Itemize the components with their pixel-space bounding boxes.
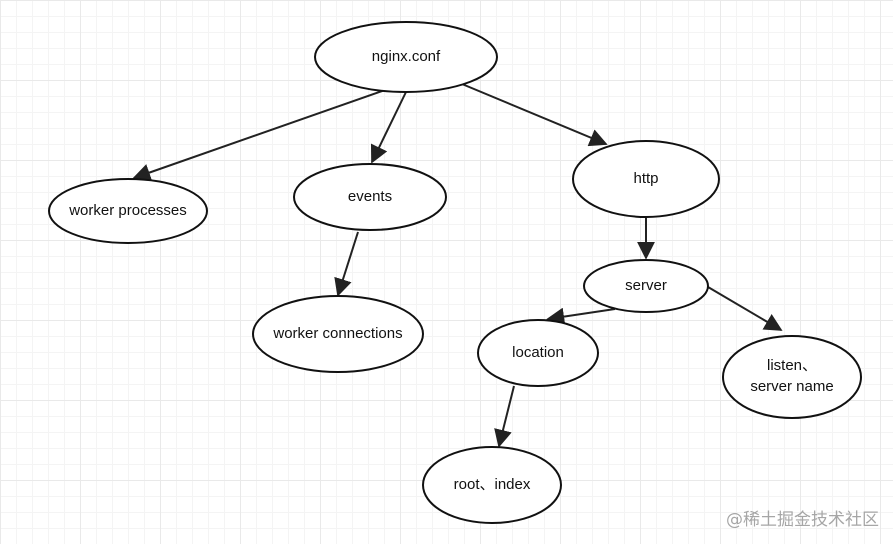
node-root-index: root、index <box>422 446 562 524</box>
node-worker-processes-label: worker processes <box>68 202 187 219</box>
node-events-label: events <box>348 188 392 205</box>
node-location: location <box>477 319 599 387</box>
node-location-label: location <box>512 344 564 361</box>
edge-nginx-to-http <box>461 83 608 147</box>
edge-nginx-to-events <box>370 91 407 164</box>
edge-server-to-location <box>546 307 616 326</box>
edge-nginx-to-worker-processes <box>132 89 386 182</box>
node-server-name-label: server name <box>750 378 833 395</box>
watermark-text: @稀土掘金技术社区 <box>726 510 879 530</box>
node-listen-server-name: listen、 server name <box>722 335 862 419</box>
edge-location-to-root-index <box>494 385 515 448</box>
node-worker-connections-label: worker connections <box>272 325 402 342</box>
edge-events-to-worker-connections <box>334 231 359 297</box>
node-server-label: server <box>625 277 667 294</box>
node-listen-label: listen、 <box>767 357 817 374</box>
node-worker-connections: worker connections <box>252 295 424 373</box>
node-root-index-label: root、index <box>454 476 531 493</box>
node-events: events <box>293 163 447 231</box>
node-nginx-conf-label: nginx.conf <box>372 48 441 65</box>
node-server: server <box>583 259 709 313</box>
edge-server-to-listen <box>707 286 783 331</box>
node-http: http <box>572 140 720 218</box>
node-http-label: http <box>633 170 658 187</box>
node-worker-processes: worker processes <box>48 178 208 244</box>
node-nginx-conf: nginx.conf <box>314 21 498 93</box>
